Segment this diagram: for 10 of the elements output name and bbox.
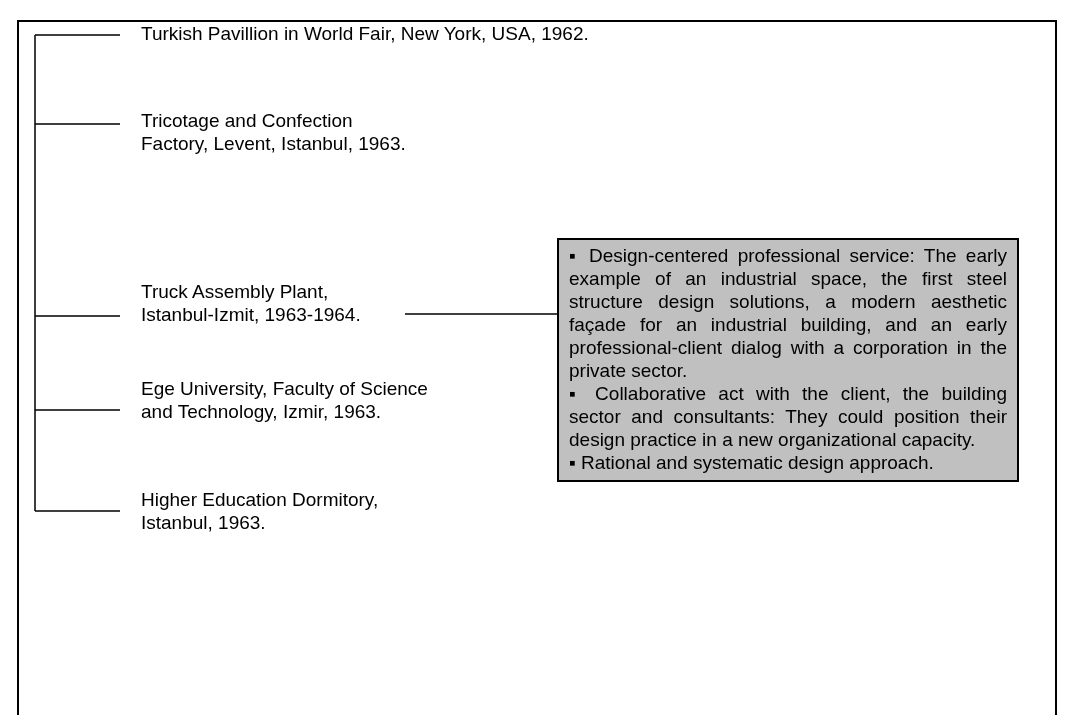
project-text: Ege University, Faculty of Science and Technology, Izmir, 1963. — [141, 377, 441, 423]
project-text: Turkish Pavillion in World Fair, New York, USA, 1962. — [141, 22, 901, 45]
connector-line — [404, 313, 558, 315]
project-text: Higher Education Dormitory, Istanbul, 1963. — [141, 488, 411, 534]
bullet-text: ▪ Collaborative act with the client, the building sector and consultants: They could position their design practice in a new organizational capacity. — [569, 382, 1007, 451]
project-text: Truck Assembly Plant, Istanbul-Izmit, 1963-1964. — [141, 280, 401, 326]
project-text: Tricotage and Confection Factory, Levent, Istanbul, 1963. — [141, 109, 411, 155]
bullet-text: ▪ Rational and systematic design approach. — [569, 451, 935, 474]
bullet-text: ▪ Design-centered professional service: The early example of an industrial space, the first steel structure design solutions, a modern aesthetic façade for an industrial building, and an early professional-client dialog with a corporation in the private sector. — [569, 244, 1007, 382]
note-box — [557, 238, 1019, 482]
